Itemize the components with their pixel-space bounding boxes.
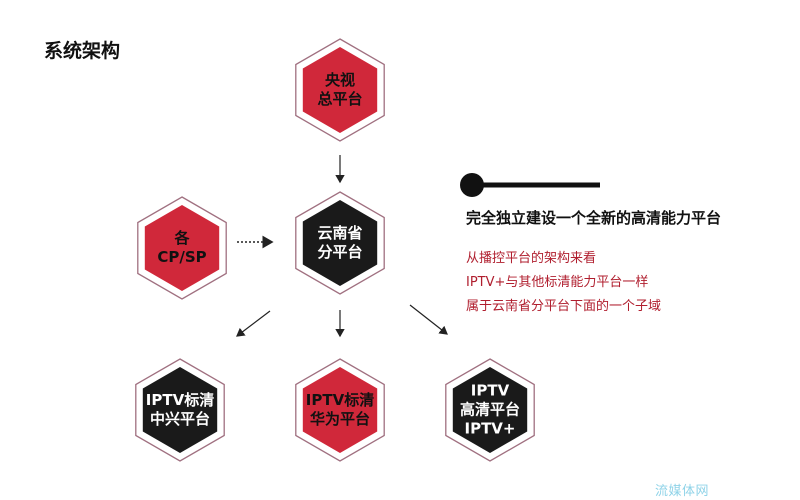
hex-node-cpsp <box>144 205 220 291</box>
hex-node-cctv <box>302 47 378 133</box>
node-label-cctv: 央视总平台 <box>290 71 390 109</box>
node-label-line: 中兴平台 <box>149 410 210 428</box>
node-label-huawei: IPTV标清华为平台 <box>290 391 390 429</box>
node-label-line: 分平台 <box>317 243 363 261</box>
node-label-line: 云南省 <box>317 224 363 242</box>
watermark: 流媒体网WWW.LMTW.COM <box>655 484 774 500</box>
hex-node-hd <box>452 367 528 453</box>
node-label-line: IPTV+ <box>464 419 516 438</box>
node-label-line: 高清平台 <box>459 400 520 419</box>
node-label-line: 各 <box>174 229 190 247</box>
info-point: 从播控平台的架构来看 <box>466 251 597 266</box>
pin-dot-icon <box>460 173 484 197</box>
arrow-yunnan-to-zte <box>236 310 271 337</box>
node-label-line: IPTV <box>470 381 510 400</box>
info-heading: 完全独立建设一个全新的高清能力平台 <box>466 209 722 227</box>
node-label-line: 总平台 <box>317 90 363 108</box>
node-label-line: 华为平台 <box>309 410 370 428</box>
hex-node-zte <box>142 367 218 453</box>
info-point: IPTV+与其他标清能力平台一样 <box>466 275 649 290</box>
hex-node-huawei <box>302 367 378 453</box>
hex-node-yunnan <box>302 200 378 286</box>
node-label-yunnan: 云南省分平台 <box>290 224 390 262</box>
node-label-line: 央视 <box>324 71 355 89</box>
info-point: 属于云南省分平台下面的一个子域 <box>466 299 662 314</box>
node-label-line: IPTV标清 <box>305 391 375 409</box>
slide-title: 系统架构 <box>44 40 121 62</box>
arrow-yunnan-to-hd <box>409 304 448 335</box>
node-label-line: CP/SP <box>157 248 207 266</box>
node-label-line: IPTV标清 <box>145 391 215 409</box>
node-label-zte: IPTV标清中兴平台 <box>130 391 230 429</box>
